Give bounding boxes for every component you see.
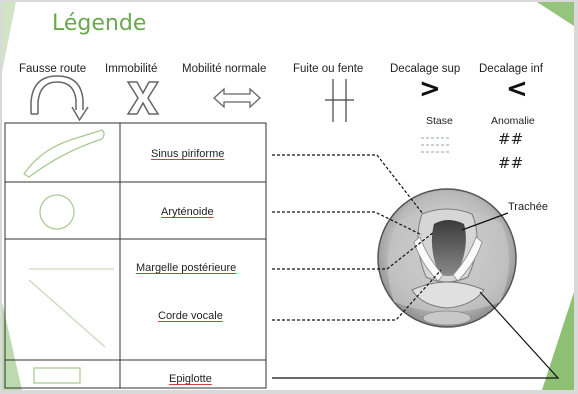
leader-line-margelle-posterieure (272, 231, 435, 270)
anomalie-label: Anomalie (491, 115, 535, 127)
larynx-diagram (272, 154, 560, 379)
trachee-label: Trachée (508, 201, 548, 213)
decalage-sup-icon: > (419, 74, 441, 104)
table-row-label-epiglotte: Epiglotte (169, 373, 212, 385)
top-right-accent-shape (537, 2, 574, 26)
larynx-illustration (377, 188, 517, 328)
left-accent-shape (2, 2, 16, 72)
corde-vocale-shape (28, 279, 106, 348)
anomalie-mark-2: ## (498, 154, 524, 172)
cross-icon (126, 81, 160, 115)
vertical-bars-icon (325, 79, 354, 122)
symbol-label-immobilite: Immobilité (105, 63, 158, 75)
stase-icon (421, 137, 451, 153)
legend-table (4, 122, 267, 389)
slide-accents (2, 2, 574, 390)
table-border (4, 122, 267, 389)
curved-arrow-icon (30, 75, 89, 122)
decalage-inf-icon: < (506, 74, 528, 104)
leader-line-trachee (461, 212, 509, 231)
symbol-label-fausse-route: Fausse route (19, 63, 87, 75)
table-row-label-arytenoide: Aryténoide (161, 206, 214, 218)
anomalie-mark-1: ## (498, 130, 524, 148)
symbol-icons (30, 75, 451, 153)
table-row-label-margelle-posterieure: Margelle postérieure (136, 262, 237, 274)
symbol-label-mobilite-normale: Mobilité normale (182, 63, 267, 75)
leader-line-corde-vocale (272, 269, 442, 321)
slide: Légende Fausse route Immobilité Mobilité… (2, 2, 574, 390)
double-arrow-icon (213, 87, 261, 109)
sinus-piriforme-shape (23, 129, 105, 178)
arytenoide-shape (39, 194, 75, 230)
leader-line-arytenoide (272, 211, 423, 236)
table-row-label-sinus-piriforme: Sinus piriforme (151, 148, 225, 160)
bottom-left-accent-shape (2, 302, 22, 390)
symbol-label-decalage-inf: Decalage inf (479, 63, 543, 75)
symbol-label-fuite-fente: Fuite ou fente (293, 63, 364, 75)
symbol-label-decalage-sup: Decalage sup (390, 63, 461, 75)
stase-label: Stase (426, 115, 453, 127)
bottom-right-accent-shape (542, 292, 574, 390)
table-row-label-corde-vocale: Corde vocale (158, 310, 223, 322)
legend-title: Légende (52, 11, 147, 36)
epiglotte-shape (33, 367, 81, 384)
leader-line-sinus-piriforme (272, 154, 424, 215)
leader-line-epiglotte (272, 291, 560, 379)
